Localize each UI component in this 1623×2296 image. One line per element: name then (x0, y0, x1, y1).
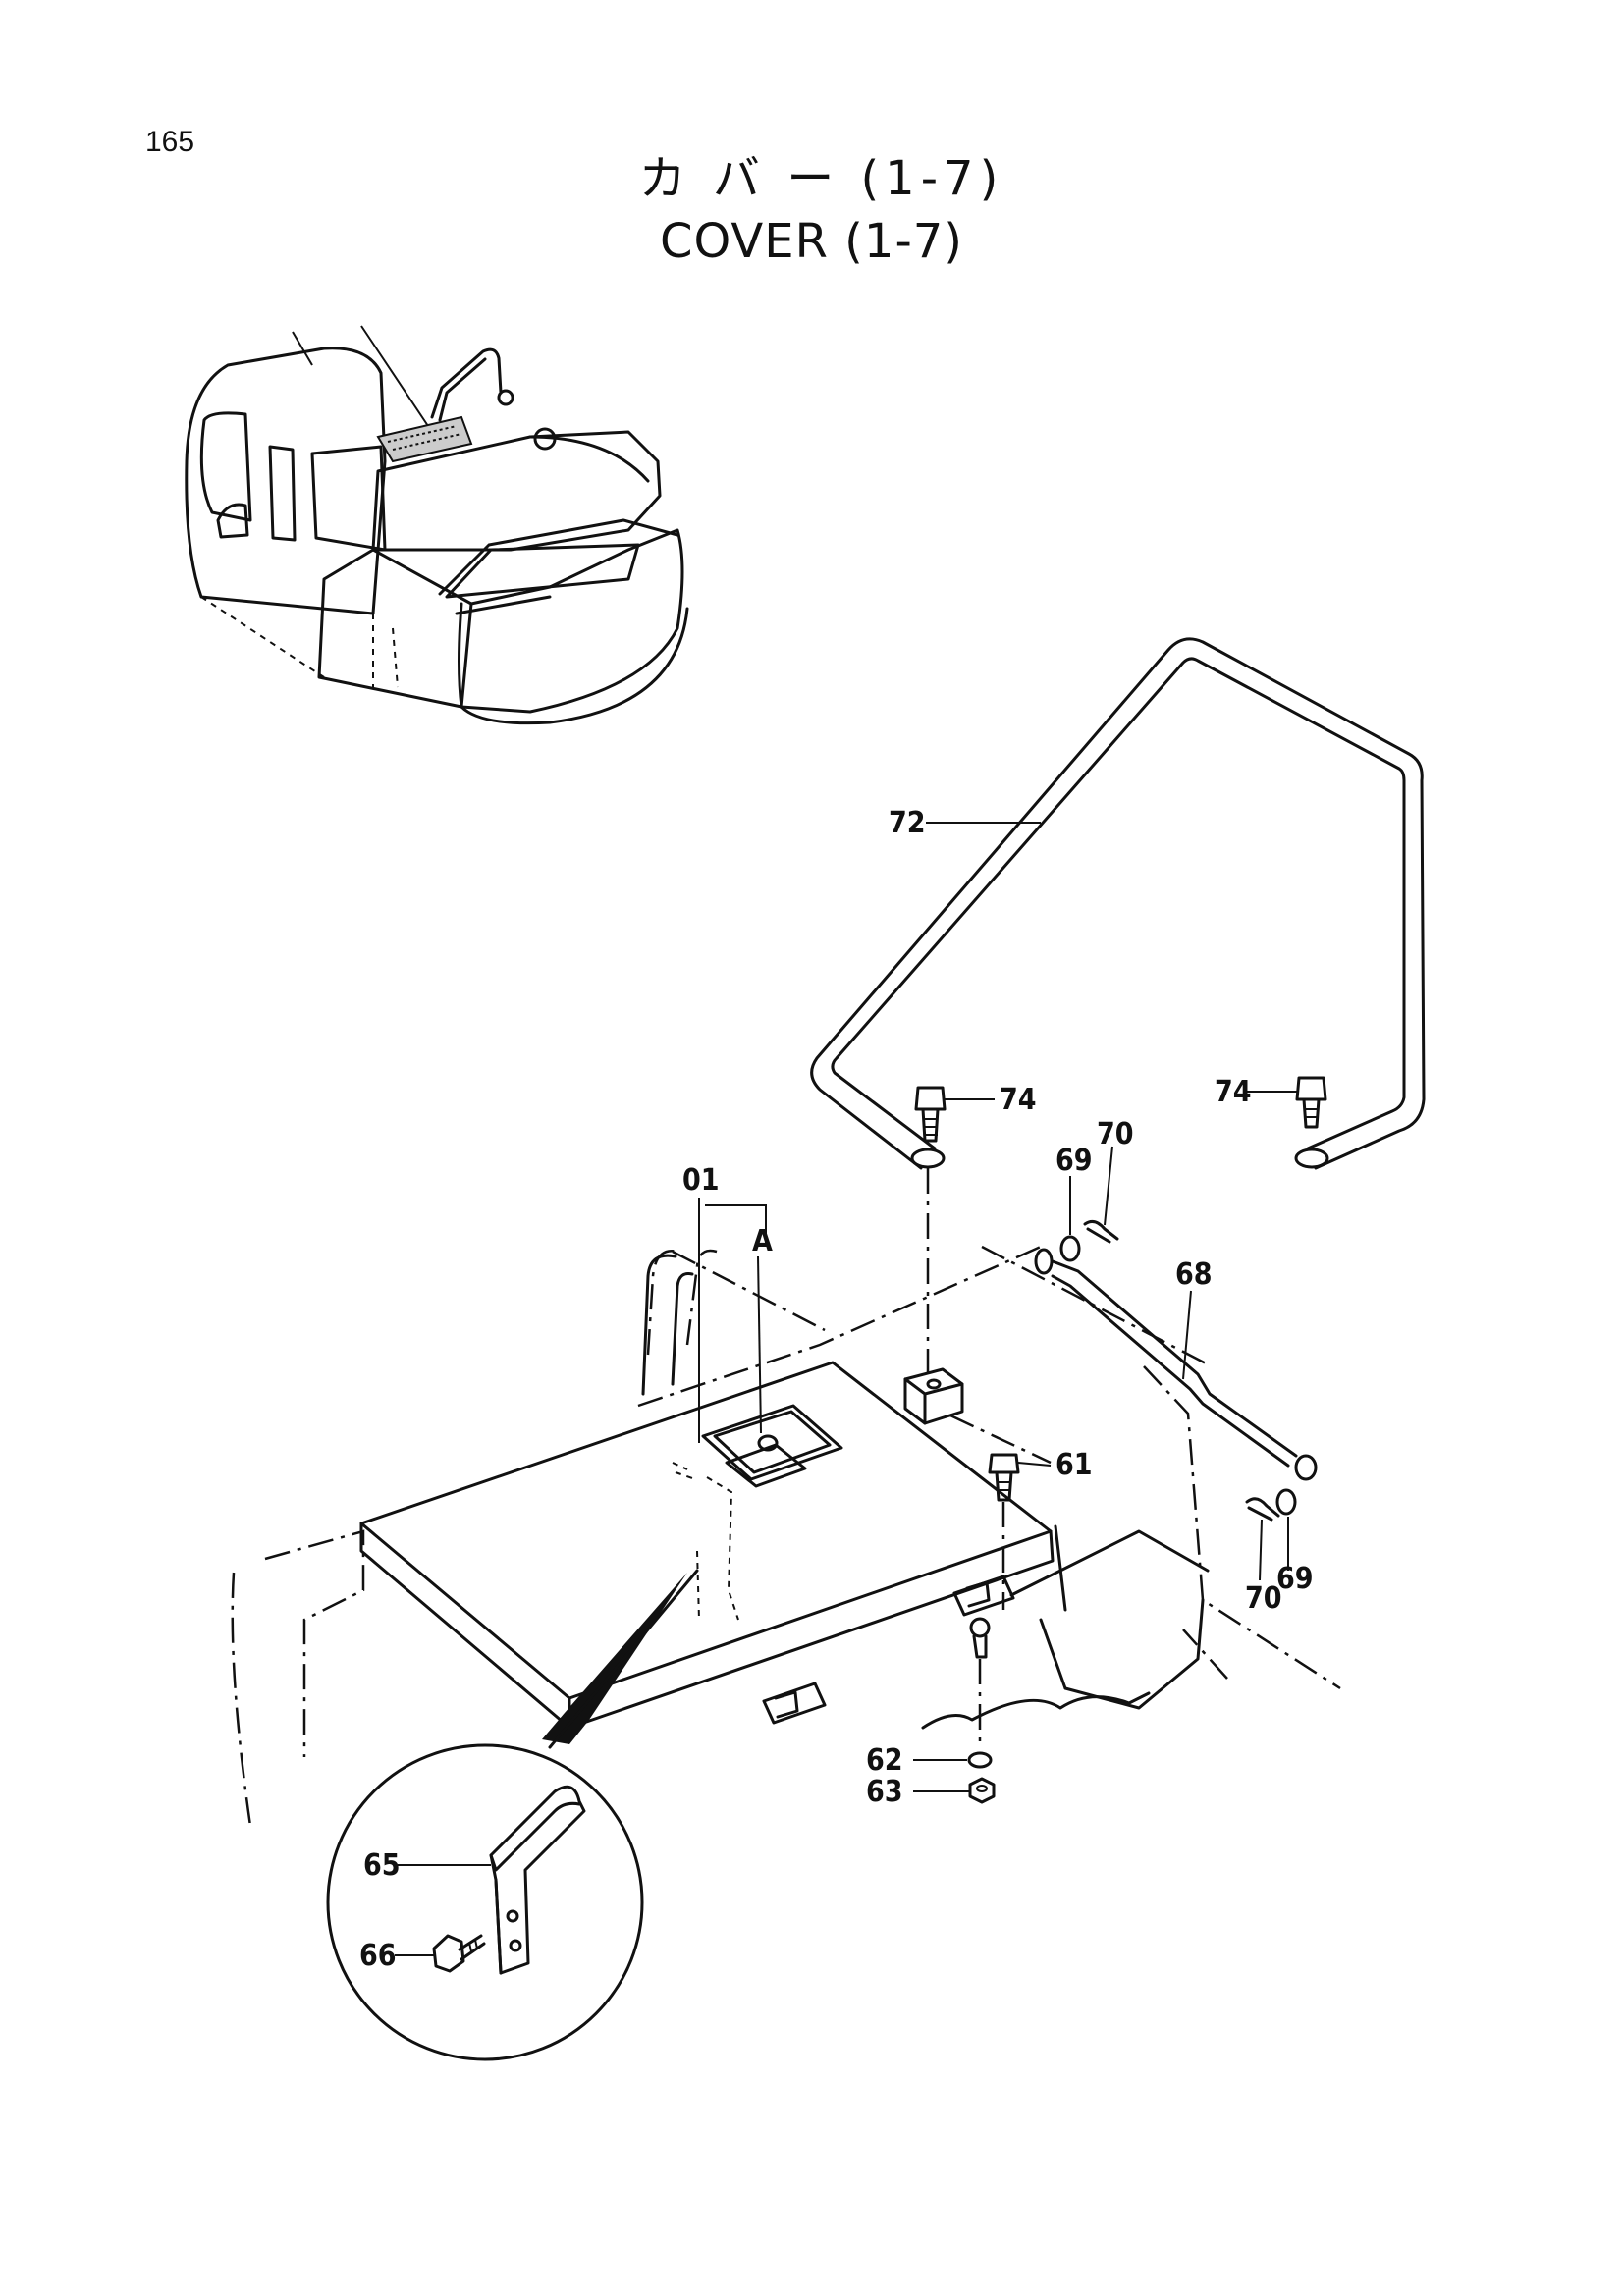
callout-62: 62 (866, 1743, 903, 1778)
excavator-overview-illustration (185, 325, 689, 725)
callout-a: A (752, 1224, 773, 1258)
pin-70-bottom (1245, 1497, 1280, 1522)
pin-70-top (1083, 1219, 1119, 1244)
callout-74-left: 74 (1000, 1083, 1037, 1117)
title-japanese: カ バ ー (1-7) (638, 151, 1004, 206)
washer-69-top (1059, 1235, 1081, 1262)
callout-01: 01 (682, 1163, 720, 1198)
title-block: カ バ ー (1-7) COVER (1-7) (0, 147, 1623, 273)
detail-view-circle (326, 1569, 699, 2061)
title-english: COVER (1-7) (659, 214, 964, 269)
washer-69-bottom (1275, 1488, 1297, 1516)
callout-72: 72 (889, 806, 926, 840)
bolt-74-right (1295, 1076, 1327, 1129)
callout-66: 66 (359, 1939, 397, 1973)
page-number: 165 (145, 126, 195, 158)
nut-63 (968, 1777, 996, 1804)
bolt-74-left (914, 1086, 947, 1143)
callout-70-bottom: 70 (1245, 1581, 1282, 1616)
callout-65: 65 (363, 1848, 401, 1883)
callout-69-bottom: 69 (1276, 1562, 1314, 1596)
callout-70-top: 70 (1097, 1117, 1134, 1151)
stopper-block (903, 1367, 964, 1425)
callout-61: 61 (1055, 1448, 1093, 1482)
callout-63: 63 (866, 1775, 903, 1809)
assembly-lines (926, 1168, 1052, 1747)
bolt-61 (988, 1453, 1020, 1502)
gas-damper-68 (1034, 1248, 1318, 1481)
cover-panel-01 (359, 1361, 1055, 1730)
machine-outline (231, 1245, 1341, 1827)
washer-62 (967, 1751, 993, 1769)
callout-leaders (395, 822, 1299, 1956)
callout-labels: 72 74 74 69 70 68 01 A 61 70 69 62 63 65… (359, 806, 1314, 1973)
handrail-72 (810, 637, 1426, 1170)
callout-69-top: 69 (1055, 1144, 1093, 1178)
callout-68: 68 (1175, 1257, 1213, 1292)
callout-74-right: 74 (1215, 1075, 1252, 1109)
